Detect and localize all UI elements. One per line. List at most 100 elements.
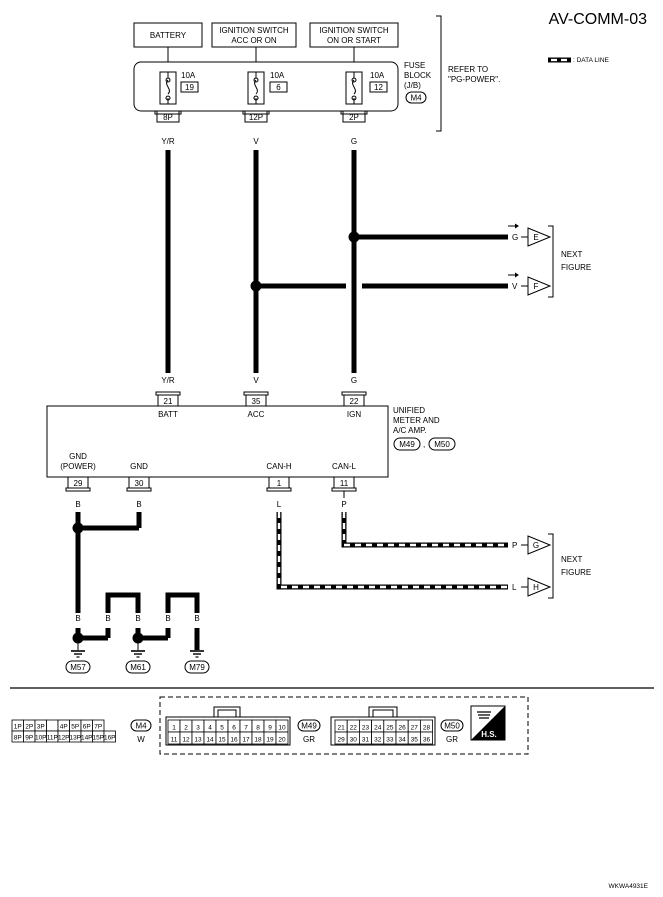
refer-label-2: "PG-POWER".	[448, 75, 500, 84]
svg-text:35: 35	[252, 397, 261, 406]
data-line-legend: : DATA LINE	[548, 57, 610, 64]
connector-m49-id: M49	[301, 722, 317, 731]
connector-pin-number: 15	[218, 737, 226, 744]
connector-pin-number: 11P	[47, 735, 58, 742]
svg-text:1: 1	[277, 479, 282, 488]
wire-color-g-unit: G	[351, 376, 357, 385]
connector-pin-number: 15P	[92, 735, 104, 742]
svg-text:29: 29	[74, 479, 83, 488]
ground-m57: M57	[65, 643, 91, 674]
connector-pin-number: 12	[182, 737, 190, 744]
connector-pin-number: 28	[423, 725, 431, 732]
connector-pin-number: 13	[194, 737, 202, 744]
connector-pin-number: 29	[337, 737, 345, 744]
ground-wiring: B B B B B	[72, 512, 200, 650]
connector-pin-number: 8P	[14, 735, 22, 742]
connector-pin-number: 1P	[14, 724, 22, 731]
connector-pin-number: 18	[254, 737, 262, 744]
connector-pin-number: 22	[350, 725, 358, 732]
connector-pin-number: 10P	[35, 735, 47, 742]
connector-pin-number: 9P	[25, 735, 33, 742]
next-figure-label-1-bottom: NEXT	[561, 555, 582, 564]
unit-pin-30: 30	[126, 476, 152, 492]
can-l-data-line: P G	[341, 512, 552, 555]
connector-pin-cell	[275, 731, 289, 745]
branch-v-to-f: V F	[250, 272, 552, 296]
svg-text:B: B	[135, 614, 140, 623]
hs-connector-icon	[477, 711, 491, 719]
next-figure-letter-g: G	[533, 541, 539, 550]
battery-label: BATTERY	[150, 31, 187, 40]
ignition-acc-label-1: IGNITION SWITCH	[219, 26, 289, 35]
connector-pin-number: 12P	[58, 735, 70, 742]
fuse-terminal-2p: 2P	[340, 110, 368, 123]
connector-pin-number: 35	[411, 737, 419, 744]
connector-pin-number: 9	[268, 725, 272, 732]
connector-pin-number: 2	[184, 725, 188, 732]
connector-m49-oval	[297, 719, 321, 732]
fuse-block-label-3: (J/B)	[404, 81, 421, 90]
svg-text:G: G	[512, 233, 518, 242]
connector-m4-oval	[130, 719, 152, 732]
svg-text:B: B	[194, 614, 199, 623]
fuse-12-amp: 10A	[370, 71, 385, 80]
wire-color-p: P	[341, 500, 346, 509]
unit-pin-29: 29	[65, 476, 91, 492]
connector-pin-number: 32	[374, 737, 382, 744]
connector-m50-oval	[440, 719, 464, 732]
connector-pin-number: 21	[337, 725, 345, 732]
connector-pin-number: 3	[196, 725, 200, 732]
diagram-title: AV-COMM-03	[549, 11, 647, 28]
connector-m50-color: GR	[446, 735, 458, 744]
data-line-label: : DATA LINE	[573, 57, 610, 64]
svg-text:21: 21	[164, 397, 173, 406]
branch-g-to-e: G E	[348, 223, 552, 247]
unit-connector-m49: M49	[399, 440, 415, 449]
wire-color-l: L	[277, 500, 282, 509]
wire-color-v-top: V	[253, 137, 259, 146]
unit-connector-m49-oval	[393, 437, 421, 451]
svg-text:B: B	[75, 614, 80, 623]
unit-label-gnd-power-1: GND	[69, 452, 87, 461]
next-figure-letter-f: F	[534, 282, 539, 291]
unit-pin-1: 1	[266, 476, 292, 492]
fuse-6-number: 6	[276, 83, 281, 92]
svg-text:B: B	[105, 614, 110, 623]
connector-pin-number: 16	[230, 737, 238, 744]
connector-pin-number: 30	[350, 737, 358, 744]
connector-pin-number: 14	[206, 737, 214, 744]
svg-text:M57: M57	[70, 663, 86, 672]
svg-text:P: P	[512, 541, 517, 550]
fuse-block: FUSE BLOCK (J/B) M4 REFER TO "PG-POWER".…	[133, 15, 500, 132]
connector-pin-cell	[103, 730, 116, 743]
connector-pin-number: 16P	[104, 735, 116, 742]
fuse-19: 10A 19	[159, 71, 199, 105]
unit-pin-11: 11	[331, 476, 357, 492]
unit-name-3: A/C AMP.	[393, 426, 427, 435]
connector-m49-color: GR	[303, 735, 315, 744]
unit-name-2: METER AND	[393, 416, 440, 425]
connector-pin-number: 34	[398, 737, 406, 744]
connector-pin-cell	[46, 719, 59, 732]
next-figure-label-1-top: NEXT	[561, 250, 582, 259]
fuse-19-amp: 10A	[181, 71, 196, 80]
unit-label-gnd: GND	[130, 462, 148, 471]
connector-pin-number: 7	[244, 725, 248, 732]
connector-pin-number: 17	[242, 737, 250, 744]
connector-pin-number: 26	[398, 725, 406, 732]
unified-meter-unit: BATT ACC IGN GND (POWER) GND CAN-H CAN-L	[46, 405, 389, 478]
connector-pin-number: 8	[256, 725, 260, 732]
fuse-terminal-12p: 12P	[242, 110, 270, 123]
unit-label-acc: ACC	[248, 410, 265, 419]
unit-pin-21: 21	[155, 391, 181, 407]
svg-text:M79: M79	[189, 663, 205, 672]
next-figure-bracket-top	[548, 225, 554, 298]
connector-m4-color: W	[137, 735, 145, 744]
svg-text:M61: M61	[130, 663, 146, 672]
svg-text:L: L	[512, 583, 517, 592]
unit-name-1: UNIFIED	[393, 406, 425, 415]
ignition-start-label-2: ON OR START	[327, 36, 381, 45]
connector-pin-number: 36	[423, 737, 431, 744]
next-figure-letter-e: E	[533, 233, 538, 242]
